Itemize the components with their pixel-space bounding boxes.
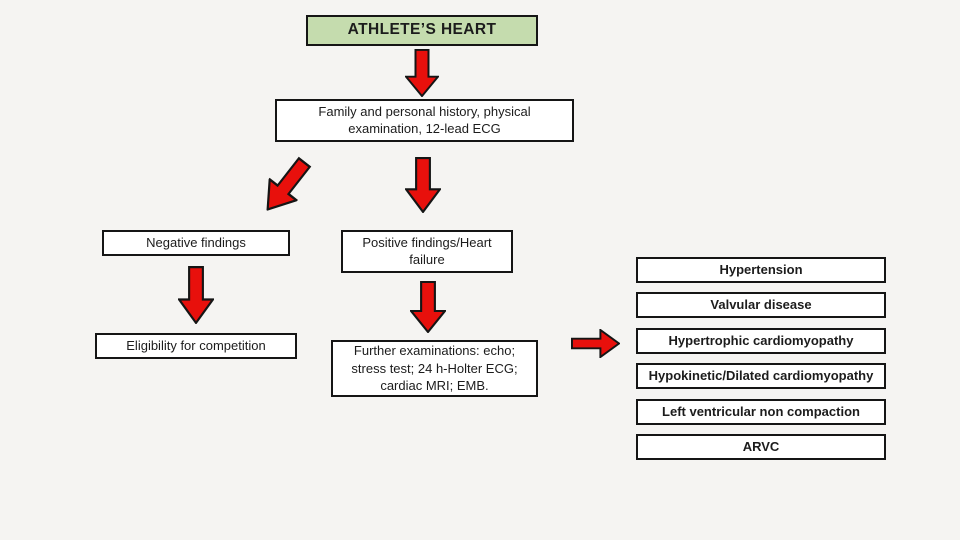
node-positive-findings-label: Positive findings/Heart failure [362, 234, 492, 267]
down-arrow-icon-negative-to-eligibility [178, 266, 214, 324]
node-negative-findings: Negative findings [102, 230, 290, 256]
node-athletes-heart: ATHLETE’S HEART [306, 15, 538, 46]
node-negative-findings-label: Negative findings [146, 234, 246, 250]
node-hypertrophic-cardiomyopathy-label: Hypertrophic cardiomyopathy [668, 332, 854, 348]
node-left-ventricular-non-compaction: Left ventricular non compaction [636, 399, 886, 425]
node-hypokinetic-dilated-cardiomyopathy: Hypokinetic/Dilated cardiomyopathy [636, 363, 886, 389]
node-history-exam-ecg: Family and personal history, physical ex… [275, 99, 574, 142]
node-eligibility: Eligibility for competition [95, 333, 297, 359]
node-eligibility-label: Eligibility for competition [126, 337, 266, 353]
node-positive-findings: Positive findings/Heart failure [341, 230, 513, 273]
node-hypertrophic-cardiomyopathy: Hypertrophic cardiomyopathy [636, 328, 886, 354]
down-left-arrow-icon-assessment-to-negative [253, 150, 320, 221]
down-arrow-icon-root-to-assessment [405, 49, 439, 97]
node-arvc-label: ARVC [742, 438, 780, 454]
node-history-exam-ecg-label: Family and personal history, physical ex… [318, 103, 531, 136]
down-arrow-icon-positive-to-further [410, 281, 446, 333]
node-hypertension-label: Hypertension [719, 261, 803, 277]
node-left-ventricular-non-compaction-label: Left ventricular non compaction [662, 403, 860, 419]
node-further-examinations: Further examinations: echo; stress test;… [331, 340, 538, 397]
node-athletes-heart-label: ATHLETE’S HEART [347, 21, 497, 39]
node-valvular-disease-label: Valvular disease [710, 296, 812, 312]
right-arrow-icon-further-to-diagnoses [571, 329, 620, 358]
node-further-examinations-label: Further examinations: echo; stress test;… [351, 343, 518, 394]
node-arvc: ARVC [636, 434, 886, 460]
node-valvular-disease: Valvular disease [636, 292, 886, 318]
down-arrow-icon-assessment-to-positive [405, 157, 441, 213]
node-hypertension: Hypertension [636, 257, 886, 283]
node-hypokinetic-dilated-cardiomyopathy-label: Hypokinetic/Dilated cardiomyopathy [648, 367, 874, 383]
